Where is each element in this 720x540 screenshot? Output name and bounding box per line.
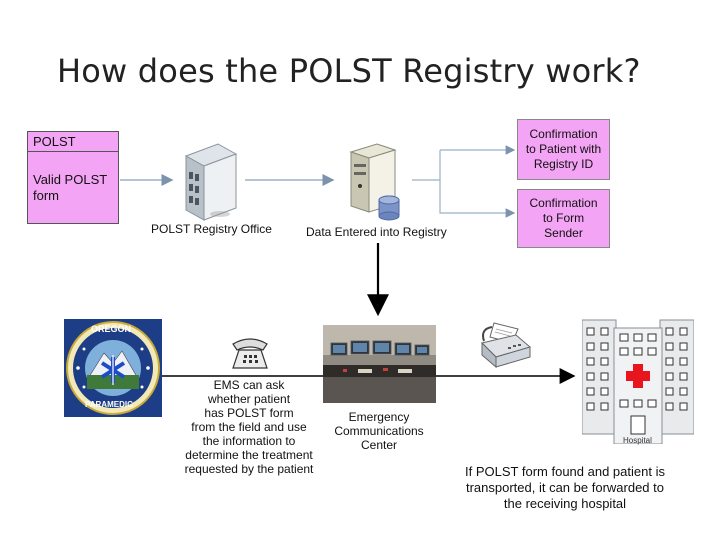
ems-description: EMS can ask whether patient has POLST fo… [184,378,314,476]
registry-office-label: POLST Registry Office [151,222,272,236]
arrow-registry-to-confirmations [412,150,441,181]
arrow-to-confirm-sender [439,180,516,218]
hospital-sign: Hospital [623,436,652,445]
emblem-top-text: OREGON [91,324,132,334]
registry-server-icon [349,143,400,221]
confirmation-sender-box: Confirmation to Form Sender [517,189,610,248]
data-entry-label: Data Entered into Registry [306,225,447,239]
comm-center-label: Emergency Communications Center [334,410,424,452]
fax-machine-icon [481,322,532,369]
polst-form-box: POLST Valid POLST form [27,131,119,224]
emblem-bottom-text: PARAMEDIC [85,400,133,409]
telephone-icon [232,338,268,369]
confirmation-patient-box: Confirmation to Patient with Registry ID [517,119,610,180]
registry-office-server-icon [184,143,238,221]
hospital-forward-note: If POLST form found and patient is trans… [465,464,665,511]
hospital-building-icon [582,319,694,444]
slide-title: How does the POLST Registry work? [57,52,641,90]
oregon-paramedic-emblem [64,319,162,417]
communications-center-photo [323,325,436,403]
polst-form-header: POLST [28,132,118,152]
polst-form-body: Valid POLST form [33,172,108,203]
